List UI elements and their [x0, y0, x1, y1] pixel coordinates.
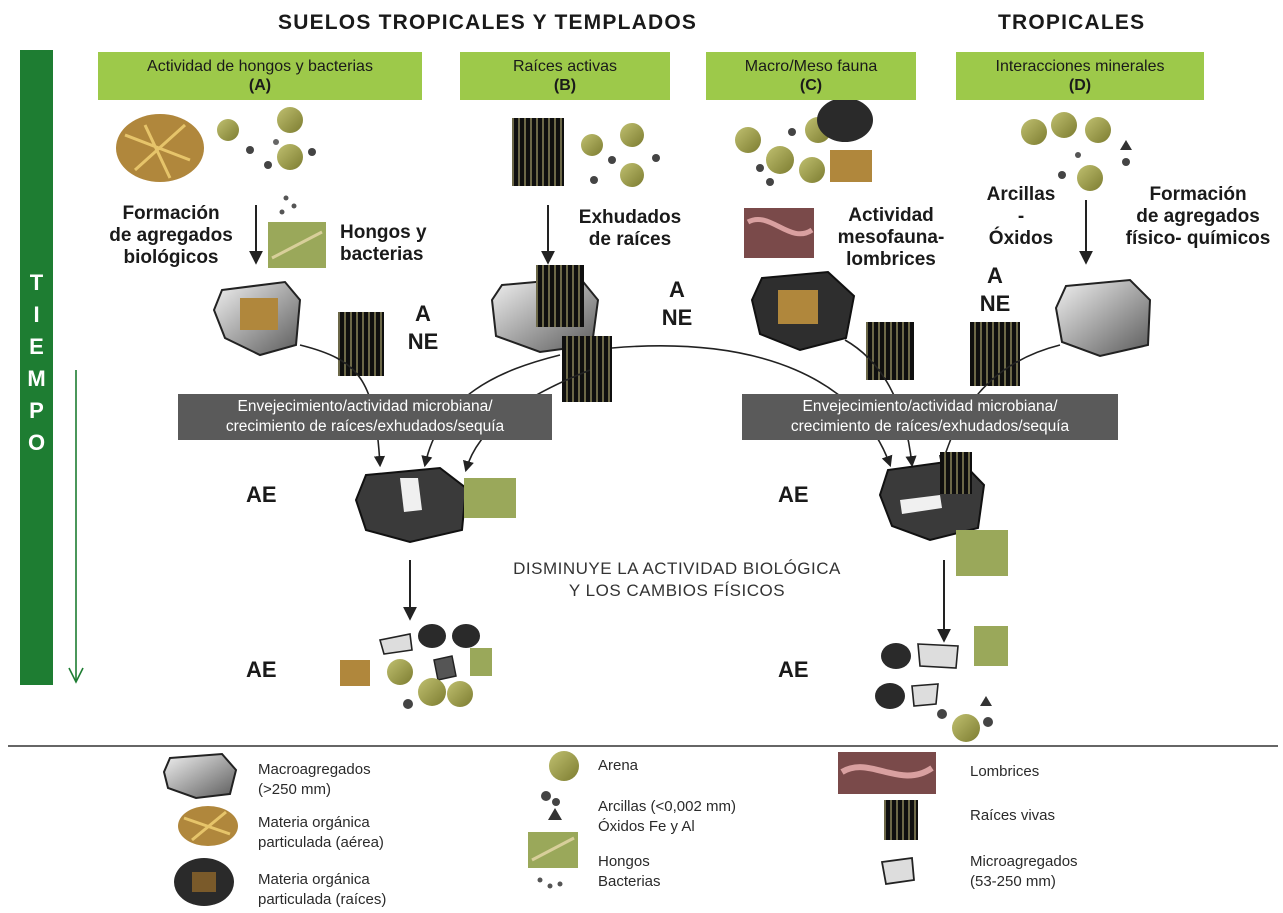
legend-organic-roots: Materia orgánica particulada (raíces): [258, 871, 387, 908]
legend-fungi-bacteria: Hongos Bacterias: [598, 853, 661, 890]
column-a-letter: (A): [248, 77, 272, 94]
column-d-letter: (D): [1068, 77, 1092, 94]
label-ae-right-bottom: AE: [778, 657, 809, 682]
label-ane-b: A NE: [661, 277, 693, 330]
label-physicochemical-aggregates: Formación de agregados físico- químicos: [1125, 184, 1271, 249]
legend-clays-oxides: Arcillas (<0,002 mm) Óxidos Fe y Al: [598, 798, 736, 835]
column-a-box: Actividad de hongos y bacterias (A): [98, 52, 422, 100]
label-ae-left-bottom: AE: [246, 657, 277, 682]
label-biological-aggregates: Formación de agregados biológicos: [109, 203, 233, 268]
macroaggregate-icon: [1054, 278, 1152, 358]
label-mesofauna-activity: Actividad mesofauna- lombrices: [837, 205, 945, 270]
column-a-title: Actividad de hongos y bacterias: [147, 58, 373, 75]
legend-sand: Arena: [598, 757, 639, 774]
column-c-letter: (C): [799, 77, 823, 94]
time-bar: [20, 50, 53, 685]
time-letter: P: [29, 398, 44, 423]
column-c-box: Macro/Meso fauna (C): [706, 52, 916, 100]
time-label: T I E M P O: [20, 270, 53, 462]
label-fungi-bacteria: Hongos y bacterias: [340, 222, 427, 265]
label-decreasing-activity: DISMINUYE LA ACTIVIDAD BIOLÓGICA Y LOS C…: [513, 559, 841, 600]
label-ane-a: A NE: [407, 301, 439, 354]
legend-organic-aerial: Materia orgánica particulada (aérea): [258, 814, 384, 851]
live-roots-icon: [512, 118, 564, 186]
legend-microaggregates: Microagregados (53-250 mm): [970, 853, 1078, 890]
microaggregates-right: [875, 626, 1008, 742]
legend-macroaggregate-icon: [162, 752, 238, 800]
aging-box-left: Envejecimiento/actividad microbiana/ cre…: [178, 394, 552, 440]
aging-box-right: Envejecimiento/actividad microbiana/ cre…: [742, 394, 1118, 440]
label-clays-oxides: Arcillas - Óxidos: [986, 184, 1056, 249]
time-letter: I: [33, 302, 40, 327]
organic-matter-roots-icon: [817, 98, 873, 142]
column-d-box: Interacciones minerales (D): [956, 52, 1204, 100]
column-b-box: Raíces activas (B): [460, 52, 670, 100]
label-root-exudates: Exhudados de raíces: [578, 207, 682, 250]
legend-live-roots-icon: [884, 800, 918, 840]
legend-macroaggregates: Macroagregados (>250 mm): [258, 761, 371, 798]
time-letter: T: [29, 270, 44, 295]
column-c-title: Macro/Meso fauna: [744, 58, 878, 75]
microaggregates-left: [340, 624, 492, 709]
legend-earthworms: Lombrices: [970, 763, 1040, 780]
legend-microaggregate-icon: [880, 856, 915, 886]
label-ae-right-mid: AE: [778, 482, 809, 507]
heading-tropical: TROPICALES: [998, 11, 1146, 34]
label-ae-left-mid: AE: [246, 482, 277, 507]
column-d-title: Interacciones minerales: [995, 58, 1165, 75]
column-b-title: Raíces activas: [512, 58, 618, 75]
time-letter: E: [29, 334, 44, 359]
time-arrow-head: [68, 667, 84, 684]
heading-temperate-tropical: SUELOS TROPICALES Y TEMPLADOS: [278, 11, 698, 34]
sand-icon: [217, 119, 239, 141]
column-a-cluster: [116, 107, 326, 268]
legend-live-roots: Raíces vivas: [970, 807, 1056, 824]
time-letter: O: [27, 430, 46, 455]
legend-sand-icon: [549, 751, 579, 781]
time-letter: M: [27, 366, 46, 391]
column-b-letter: (B): [553, 77, 577, 94]
legend-clay-icon: [541, 791, 551, 801]
live-roots-icon: [338, 312, 384, 376]
label-ane-d: A NE: [979, 263, 1011, 316]
